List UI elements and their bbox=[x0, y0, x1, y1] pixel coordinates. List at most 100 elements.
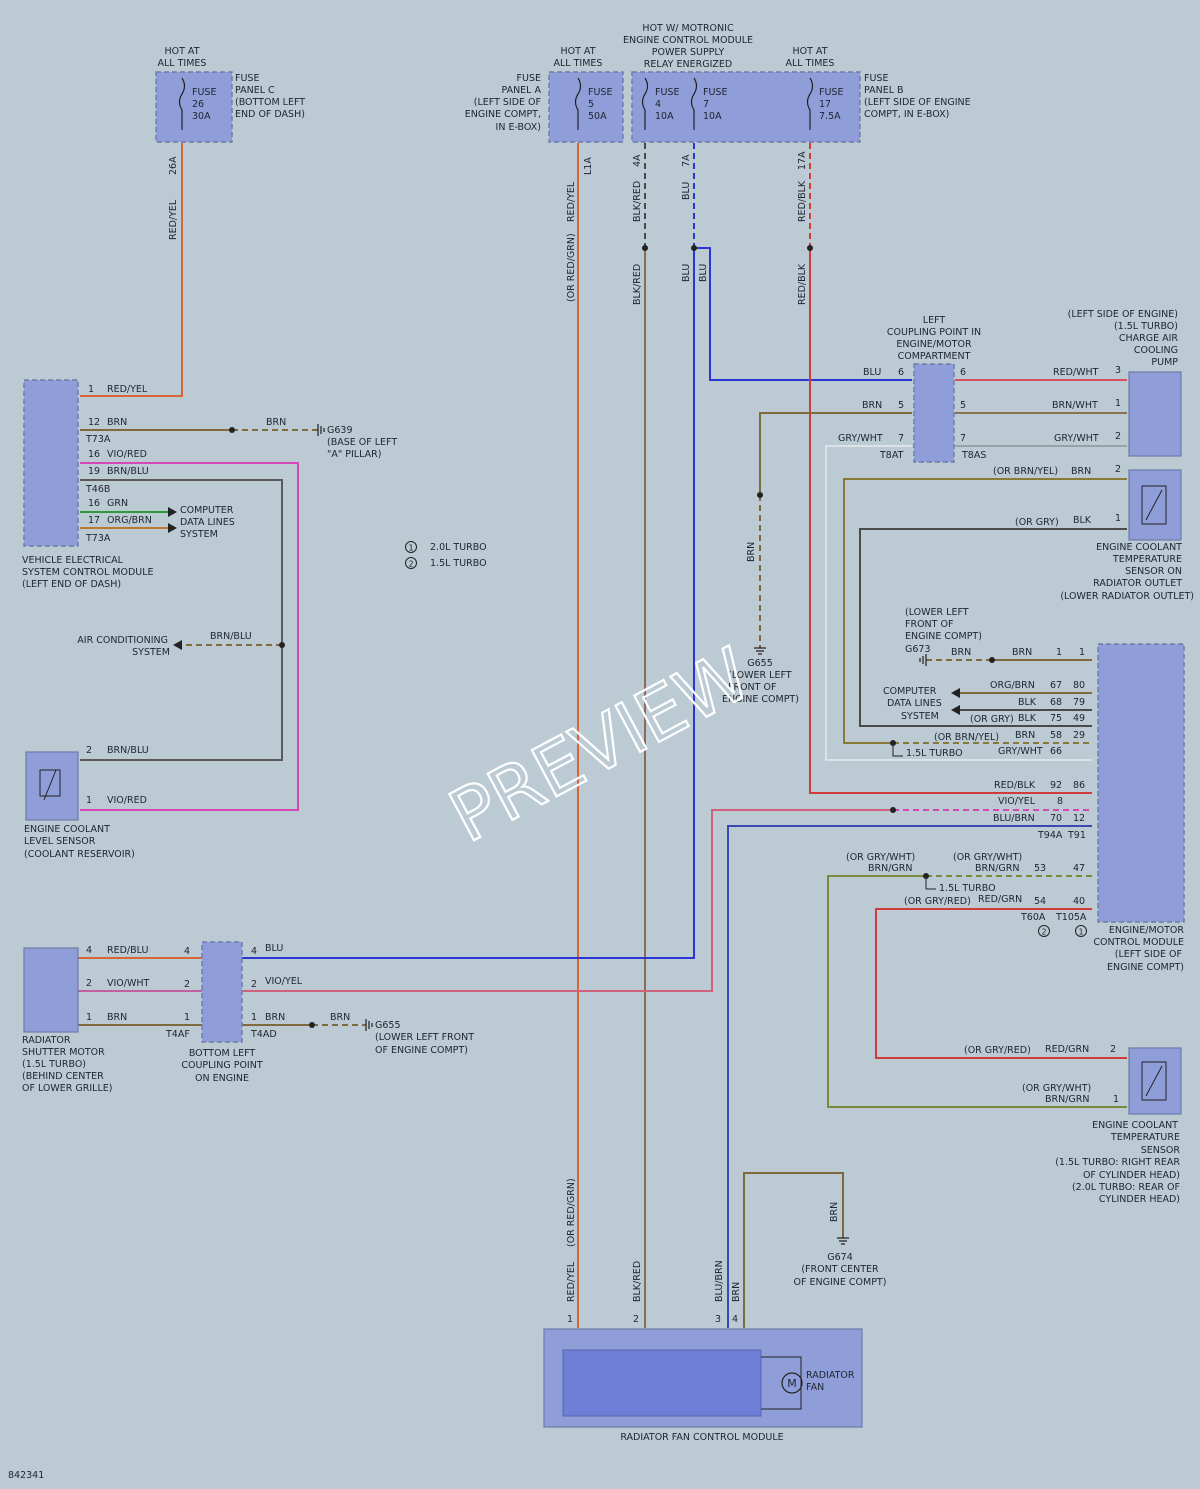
arrow-left-icon bbox=[173, 640, 182, 650]
component-label: FAN bbox=[806, 1382, 824, 1393]
connector-label: T4AD bbox=[250, 1029, 277, 1040]
wire-label: BRN bbox=[107, 1012, 127, 1023]
fuse-label: FUSE bbox=[703, 87, 727, 98]
fuse-number: 5 bbox=[588, 99, 594, 110]
connector-label: T8AT bbox=[879, 450, 904, 461]
pin-label: 1 bbox=[86, 795, 92, 806]
component-label: ENGINE COOLANT bbox=[1096, 542, 1182, 553]
wire-label: BLU bbox=[863, 367, 881, 378]
pin-label: 5 bbox=[960, 400, 966, 411]
pin-label: 40 bbox=[1073, 896, 1085, 907]
component-label: LEVEL SENSOR bbox=[24, 836, 96, 847]
vehicle-electrical-control-module: 1 RED/YEL 12 BRN T73A 16 VIO/RED 19 BRN/… bbox=[22, 379, 235, 590]
engine-control-module: COMPUTER DATA LINES SYSTEM ORG/BRN 67 80… bbox=[846, 643, 1185, 973]
coolant-level-sensor: 2 BRN/BLU 1 VIO/RED ENGINE COOLANT LEVEL… bbox=[24, 745, 149, 860]
pin-label: 19 bbox=[88, 466, 100, 477]
legend-marker bbox=[1038, 925, 1050, 937]
ref-label: COMPUTER bbox=[883, 686, 937, 697]
component-label: (2.0L TURBO: REAR OF bbox=[1072, 1182, 1180, 1193]
wire-label: BLU bbox=[265, 943, 283, 954]
wire-alt-label: (OR GRY/WHT) bbox=[846, 852, 915, 863]
panel-label: (LEFT SIDE OF ENGINE bbox=[864, 97, 971, 108]
hot-label: HOT W/ MOTRONIC bbox=[642, 23, 734, 34]
pump-box bbox=[1128, 371, 1182, 457]
panel-label: ENGINE COMPT, bbox=[465, 109, 541, 120]
pin-label: 4 bbox=[251, 946, 257, 957]
pin-label: 29 bbox=[1073, 730, 1085, 741]
wire-alt-label: (OR GRY) bbox=[1015, 517, 1059, 528]
shutter-box bbox=[23, 947, 79, 1033]
component-label: CONTROL MODULE bbox=[1093, 937, 1184, 948]
fuse-number: 4 bbox=[655, 99, 661, 110]
ground-label: (LOWER LEFT bbox=[905, 607, 969, 618]
pin-label: 1 bbox=[1113, 1094, 1119, 1105]
pin-label: 17 bbox=[88, 515, 100, 526]
hot-label: ENGINE CONTROL MODULE bbox=[623, 35, 753, 46]
wire-label: RED/WHT bbox=[1053, 367, 1099, 378]
ground-icon bbox=[365, 1019, 373, 1031]
ground-label: (FRONT CENTER bbox=[801, 1264, 879, 1275]
hot-at-label: HOT AT bbox=[560, 46, 595, 57]
pin-label: 2 bbox=[633, 1314, 639, 1325]
ground-label: G639 bbox=[327, 425, 353, 436]
fuse-number: 26 bbox=[192, 99, 204, 110]
wire-label: BRN bbox=[746, 542, 757, 562]
all-times-label: ALL TIMES bbox=[786, 58, 835, 69]
wire-label: BLK bbox=[1018, 697, 1037, 708]
panel-label: (LEFT SIDE OF bbox=[474, 97, 541, 108]
engine-legend: 1 2.0L TURBO 2 1.5L TURBO bbox=[405, 541, 487, 569]
coupling-box bbox=[913, 363, 955, 463]
wire-alt-label: (OR GRY/WHT) bbox=[953, 852, 1022, 863]
connector-label: T105A bbox=[1055, 912, 1087, 923]
pin-label: 5 bbox=[898, 400, 904, 411]
wire-label: BLK/RED bbox=[632, 1261, 643, 1302]
panel-label: FUSE bbox=[517, 73, 541, 84]
pin-label: 2 bbox=[1115, 464, 1121, 475]
component-label: RADIATOR OUTLET bbox=[1093, 578, 1182, 589]
pin-label: 1 bbox=[1115, 513, 1121, 524]
component-label: ENGINE COMPT) bbox=[1107, 962, 1184, 973]
connector-label: T73A bbox=[85, 434, 111, 445]
hot-label: POWER SUPPLY bbox=[652, 47, 725, 58]
ref-label: DATA LINES bbox=[887, 698, 942, 709]
fuse-icon bbox=[690, 77, 698, 130]
ground-label: ENGINE COMPT) bbox=[905, 631, 982, 642]
wire-alt-label: (OR GRY) bbox=[970, 714, 1014, 725]
pin-label: 3 bbox=[1115, 365, 1121, 376]
wire-label: RED/YEL bbox=[566, 1261, 577, 1302]
wire-label: BLU bbox=[698, 264, 709, 282]
component-label: (1.5L TURBO: RIGHT REAR bbox=[1055, 1157, 1180, 1168]
splices bbox=[229, 245, 995, 1028]
ground-g655-middle: BRN G655 (LOWER LEFT FRONT OF ENGINE COM… bbox=[722, 542, 799, 705]
legend-marker bbox=[405, 541, 417, 553]
component-label: PUMP bbox=[1151, 357, 1178, 368]
pin-label: 8 bbox=[1057, 796, 1063, 807]
wire-vio-yel bbox=[242, 809, 893, 992]
pin-label: 26A bbox=[168, 156, 179, 175]
preview-watermark: PREVIEW bbox=[436, 631, 763, 858]
motor-letter: M bbox=[787, 1377, 797, 1390]
wire-brn-blu bbox=[80, 479, 283, 761]
component-label: COMPARTMENT bbox=[898, 351, 971, 362]
pin-label: 16 bbox=[88, 498, 100, 509]
wire-label: RED/BLU bbox=[107, 945, 148, 956]
pin-label: 2 bbox=[251, 979, 257, 990]
wire-label: RED/YEL bbox=[107, 384, 148, 395]
fuse-icon bbox=[178, 77, 186, 130]
wire-red-blk-ecm bbox=[809, 248, 1092, 794]
pin-label: 2 bbox=[1110, 1044, 1116, 1055]
component-label: TEMPERATURE bbox=[1110, 1132, 1180, 1143]
wire-label: (OR RED/GRN) bbox=[566, 1178, 577, 1247]
connector-label: T8AS bbox=[961, 450, 986, 461]
fuse-b-box bbox=[631, 71, 861, 143]
component-label: SENSOR bbox=[1141, 1145, 1181, 1156]
sensor-icon bbox=[1141, 485, 1167, 525]
wire-label: BRN bbox=[951, 647, 971, 658]
connector-label: T46B bbox=[85, 484, 110, 495]
fuse-panel-a: HOT AT ALL TIMES FUSE 5 50A FUSE PANEL A… bbox=[465, 46, 624, 302]
fan-module-inner bbox=[562, 1349, 762, 1417]
fuse-rating: 50A bbox=[588, 111, 607, 122]
pin-label: 2 bbox=[184, 979, 190, 990]
ground-g639: BRN G639 (BASE OF LEFT "A" PILLAR) bbox=[266, 417, 397, 460]
wire-label: (OR RED/GRN) bbox=[566, 233, 577, 302]
